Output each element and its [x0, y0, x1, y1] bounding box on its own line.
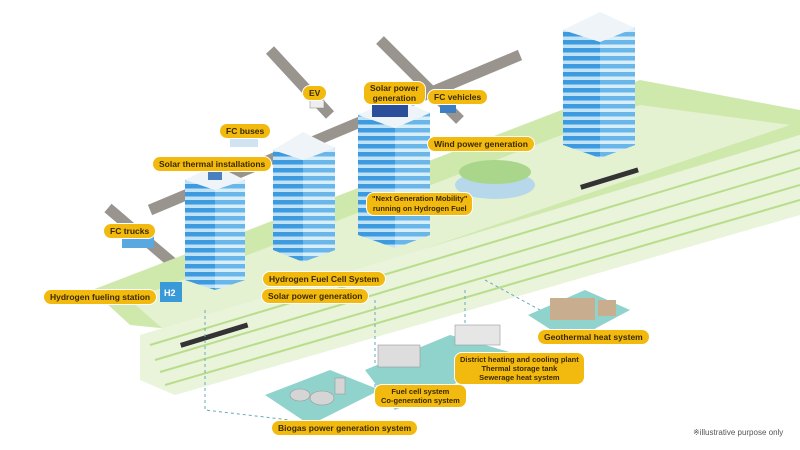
label-wind-power: Wind power generation	[428, 137, 534, 151]
solar-panels	[372, 105, 408, 117]
label-next-gen-mobility: "Next Generation Mobility"running on Hyd…	[367, 193, 473, 215]
building-2	[273, 132, 335, 262]
building-4	[563, 12, 635, 158]
green-terrace	[455, 160, 535, 199]
label-line: running on Hydrogen Fuel	[372, 204, 467, 213]
building-3	[358, 98, 430, 248]
label-biogas: Biogas power generation system	[272, 421, 418, 435]
h2-sign-text: H2	[164, 288, 176, 298]
label-line: generation	[372, 93, 417, 103]
fc-bus	[230, 137, 258, 147]
label-line: Fuel cell system	[391, 387, 450, 396]
label-hydrogen-fuel-cell-system: Hydrogen Fuel Cell System	[263, 272, 386, 286]
label-line: Solar power	[370, 83, 419, 93]
label-line: Thermal storage tank	[481, 364, 558, 373]
building-1	[185, 165, 245, 290]
label-fc-trucks: FC trucks	[104, 224, 156, 238]
label-fc-buses: FC buses	[220, 124, 271, 138]
train	[180, 322, 249, 348]
illustrative-note: ※illustrative purpose only	[693, 428, 784, 437]
label-solar-thermal: Solar thermal installations	[153, 157, 272, 171]
label-geothermal: Geothermal heat system	[538, 330, 649, 344]
label-ev: EV	[303, 86, 327, 100]
solar-thermal-panel	[208, 172, 222, 180]
fc-vehicle	[440, 104, 456, 113]
ev-car	[309, 99, 325, 109]
label-line: Co-generation system	[381, 396, 460, 405]
hydrogen-station-sign	[160, 282, 182, 302]
label-fc-vehicles: FC vehicles	[428, 90, 488, 104]
label-hydrogen-fueling-station: Hydrogen fueling station	[44, 290, 157, 304]
rail-tracks	[149, 149, 800, 386]
label-line: "Next Generation Mobility"	[372, 194, 468, 203]
label-line: District heating and cooling plant	[460, 355, 579, 364]
label-solar-power-generation-lower: Solar power generation	[262, 289, 369, 303]
label-line: Sewerage heat system	[479, 373, 560, 382]
train	[579, 167, 639, 190]
